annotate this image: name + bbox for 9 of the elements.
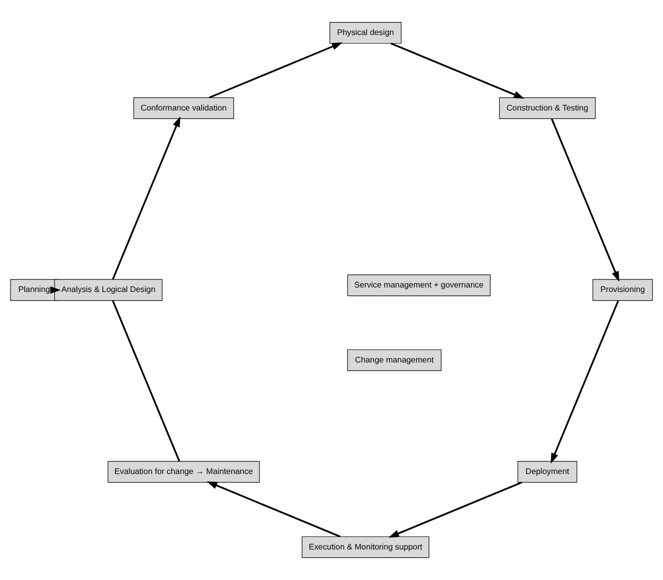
- arrow: [390, 42, 524, 99]
- arrow: [208, 42, 343, 98]
- connector: [112, 300, 180, 462]
- arrow: [50, 286, 61, 294]
- arrow: [112, 116, 180, 280]
- arrow: [388, 482, 522, 538]
- arrow: [206, 481, 340, 538]
- arrow: [550, 300, 620, 464]
- arrow: [550, 118, 620, 282]
